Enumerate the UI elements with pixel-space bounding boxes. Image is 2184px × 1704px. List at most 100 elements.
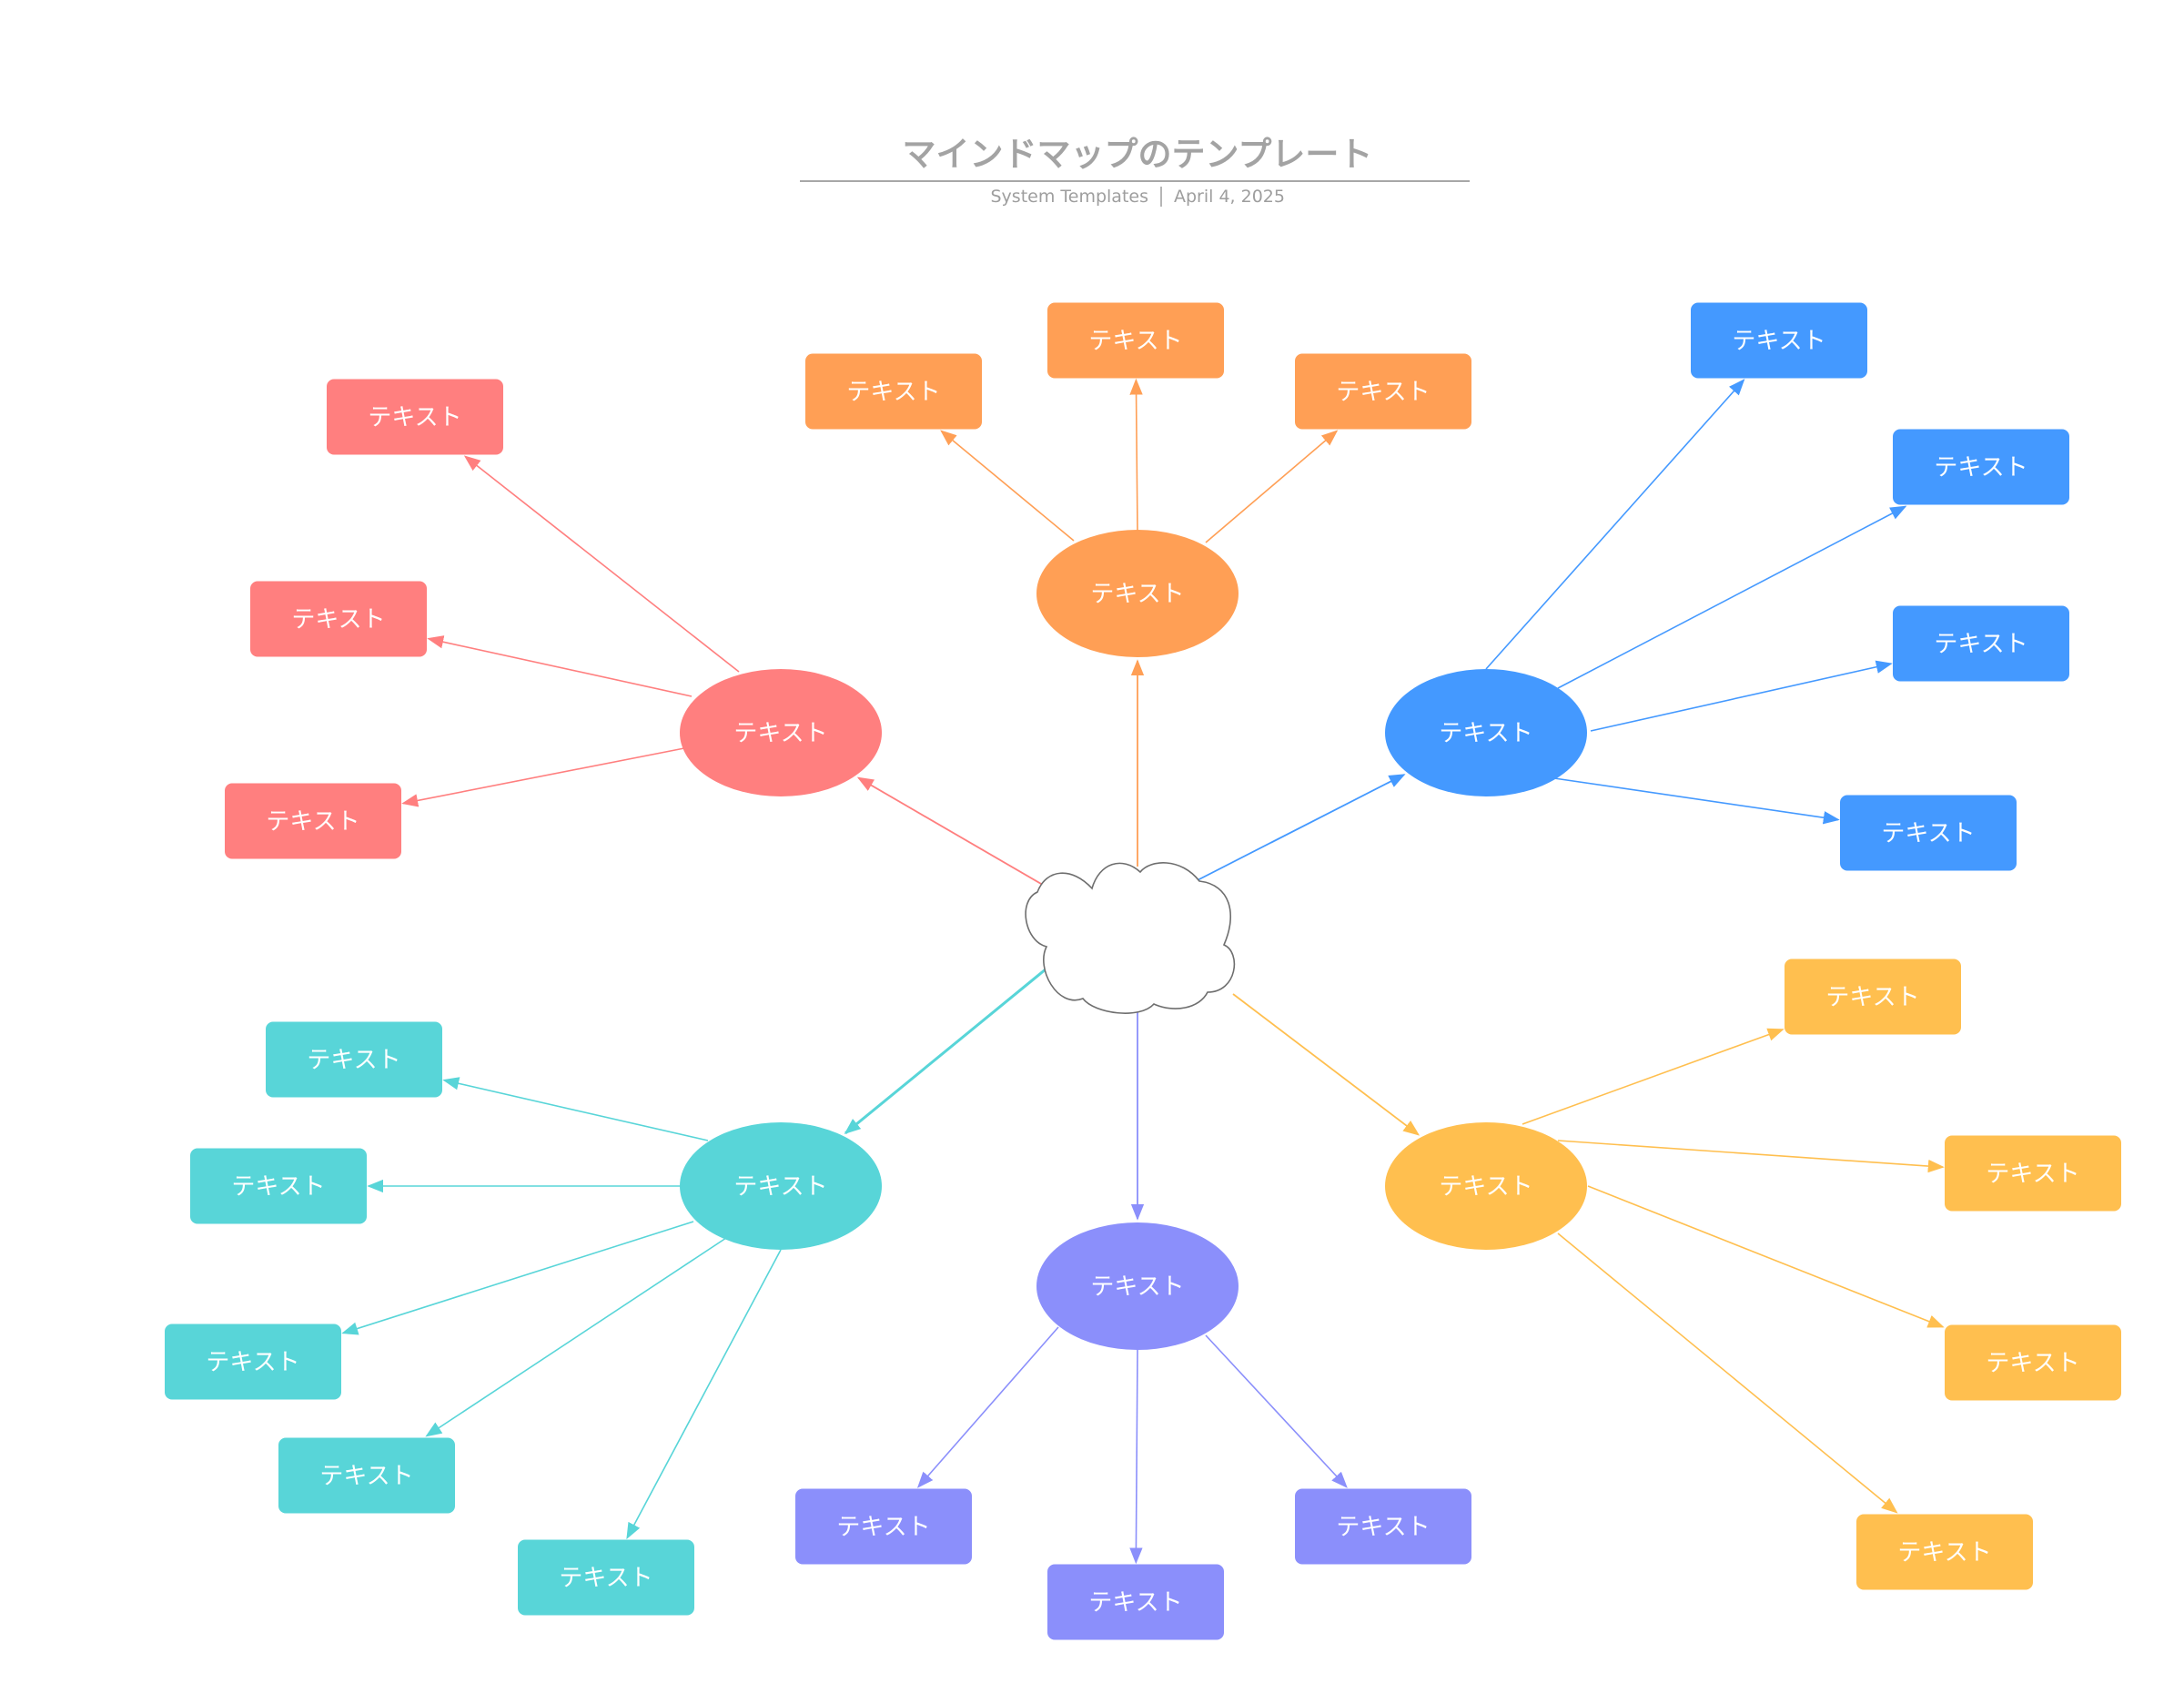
- child-box-teal-2[interactable]: [190, 1148, 367, 1224]
- child-node-teal-4[interactable]: テキスト: [278, 1437, 455, 1514]
- child-box-yellow-2[interactable]: [1945, 1135, 2121, 1212]
- central-topic[interactable]: [1025, 862, 1236, 1014]
- branch-node-teal[interactable]: テキスト: [680, 1122, 882, 1250]
- child-node-teal-1[interactable]: テキスト: [266, 1021, 442, 1098]
- child-label-yellow-4: テキスト: [1897, 1539, 1991, 1567]
- child-box-purple-1[interactable]: [795, 1488, 972, 1565]
- child-box-blue-4[interactable]: [1840, 795, 2017, 871]
- connector-red-child-1: [463, 455, 740, 673]
- connector-teal-child-5: [626, 1249, 782, 1540]
- child-node-red-1[interactable]: テキスト: [327, 379, 503, 455]
- connector-blue-child-3: [1590, 660, 1893, 732]
- child-node-orange-2[interactable]: テキスト: [1047, 302, 1224, 379]
- child-box-blue-2[interactable]: [1893, 429, 2069, 505]
- child-label-purple-1: テキスト: [836, 1514, 930, 1541]
- connector-teal-child-1: [442, 1077, 709, 1141]
- branch-label-yellow: テキスト: [1439, 1173, 1532, 1201]
- connector-yellow-child-1: [1522, 1028, 1785, 1125]
- child-box-yellow-3[interactable]: [1945, 1324, 2121, 1401]
- child-label-yellow-1: テキスト: [1825, 984, 1919, 1011]
- branch-node-blue[interactable]: テキスト: [1385, 669, 1587, 796]
- child-box-red-3[interactable]: [225, 783, 401, 859]
- child-box-purple-2[interactable]: [1047, 1564, 1224, 1640]
- branch-ellipse-teal[interactable]: [680, 1122, 882, 1250]
- child-node-purple-1[interactable]: テキスト: [795, 1488, 972, 1565]
- connector-purple-child-3: [1205, 1334, 1348, 1488]
- child-label-teal-3: テキスト: [206, 1349, 299, 1376]
- child-node-blue-2[interactable]: テキスト: [1893, 429, 2069, 505]
- child-node-red-3[interactable]: テキスト: [225, 783, 401, 859]
- child-label-blue-1: テキスト: [1732, 328, 1825, 355]
- child-box-orange-3[interactable]: [1295, 353, 1471, 430]
- child-node-red-2[interactable]: テキスト: [250, 581, 427, 657]
- connector-yellow-child-2: [1557, 1140, 1945, 1173]
- child-node-teal-2[interactable]: テキスト: [190, 1148, 367, 1224]
- child-node-orange-1[interactable]: テキスト: [805, 353, 982, 430]
- child-node-purple-3[interactable]: テキスト: [1295, 1488, 1471, 1565]
- child-label-blue-3: テキスト: [1934, 631, 2027, 658]
- child-label-orange-3: テキスト: [1336, 379, 1430, 406]
- connector-blue-child-2: [1557, 505, 1907, 689]
- child-node-blue-3[interactable]: テキスト: [1893, 605, 2069, 682]
- connector-teal-child-4: [425, 1237, 727, 1437]
- connector-blue-main: [1191, 774, 1406, 884]
- connector-layer: [341, 378, 1945, 1565]
- connector-teal-child-3: [341, 1221, 694, 1335]
- child-box-yellow-4[interactable]: [1856, 1514, 2033, 1590]
- branch-label-orange: テキスト: [1090, 581, 1184, 608]
- branch-ellipse-yellow[interactable]: [1385, 1122, 1587, 1250]
- child-label-orange-1: テキスト: [846, 379, 940, 406]
- connector-orange-child-3: [1205, 430, 1339, 543]
- child-node-purple-2[interactable]: テキスト: [1047, 1564, 1224, 1640]
- branch-ellipse-orange[interactable]: [1036, 530, 1239, 657]
- connector-red-main: [856, 776, 1059, 895]
- child-node-yellow-3[interactable]: テキスト: [1945, 1324, 2121, 1401]
- branch-node-yellow[interactable]: テキスト: [1385, 1122, 1587, 1250]
- child-box-blue-3[interactable]: [1893, 605, 2069, 682]
- child-box-blue-1[interactable]: [1691, 302, 1867, 379]
- branch-ellipse-red[interactable]: [680, 669, 882, 796]
- child-box-yellow-1[interactable]: [1785, 958, 1961, 1035]
- child-node-blue-1[interactable]: テキスト: [1691, 302, 1867, 379]
- child-box-purple-3[interactable]: [1295, 1488, 1471, 1565]
- node-layer: テキストテキストテキストテキストテキストテキストテキストテキストテキストテキスト…: [165, 302, 2121, 1640]
- child-label-yellow-2: テキスト: [1986, 1161, 2079, 1188]
- diagram-source: System Templates: [991, 187, 1149, 207]
- branch-node-red[interactable]: テキスト: [680, 669, 882, 796]
- child-node-yellow-2[interactable]: テキスト: [1945, 1135, 2121, 1212]
- connector-yellow-child-4: [1557, 1232, 1898, 1514]
- child-label-teal-5: テキスト: [559, 1565, 652, 1592]
- child-box-teal-1[interactable]: [266, 1021, 442, 1098]
- child-node-teal-3[interactable]: テキスト: [165, 1324, 341, 1400]
- child-label-teal-4: テキスト: [319, 1463, 413, 1490]
- child-box-teal-4[interactable]: [278, 1437, 455, 1514]
- child-node-orange-3[interactable]: テキスト: [1295, 353, 1471, 430]
- child-label-blue-2: テキスト: [1934, 454, 2027, 482]
- child-node-yellow-1[interactable]: テキスト: [1785, 958, 1961, 1035]
- child-node-teal-5[interactable]: テキスト: [518, 1539, 694, 1616]
- child-node-blue-4[interactable]: テキスト: [1840, 795, 2017, 871]
- child-box-orange-2[interactable]: [1047, 302, 1224, 379]
- child-label-teal-2: テキスト: [231, 1173, 325, 1201]
- child-box-teal-3[interactable]: [165, 1324, 341, 1400]
- child-box-red-1[interactable]: [327, 379, 503, 455]
- child-box-red-2[interactable]: [250, 581, 427, 657]
- child-label-red-2: テキスト: [291, 606, 385, 634]
- connector-red-child-3: [401, 747, 685, 807]
- branch-node-purple[interactable]: テキスト: [1036, 1222, 1239, 1350]
- branch-node-orange[interactable]: テキスト: [1036, 530, 1239, 657]
- branch-label-blue: テキスト: [1439, 720, 1532, 747]
- child-label-red-1: テキスト: [368, 404, 461, 431]
- diagram-title: マインドマップのテンプレート: [903, 135, 1373, 174]
- branch-ellipse-purple[interactable]: [1036, 1222, 1239, 1350]
- child-label-orange-2: テキスト: [1088, 328, 1182, 355]
- central-cloud-shape[interactable]: [1025, 862, 1236, 1014]
- child-box-teal-5[interactable]: [518, 1539, 694, 1616]
- child-box-orange-1[interactable]: [805, 353, 982, 430]
- connector-teal-main: [844, 963, 1052, 1134]
- child-node-yellow-4[interactable]: テキスト: [1856, 1514, 2033, 1590]
- connector-red-child-2: [427, 635, 693, 697]
- branch-ellipse-blue[interactable]: [1385, 669, 1587, 796]
- connector-yellow-main: [1232, 993, 1421, 1136]
